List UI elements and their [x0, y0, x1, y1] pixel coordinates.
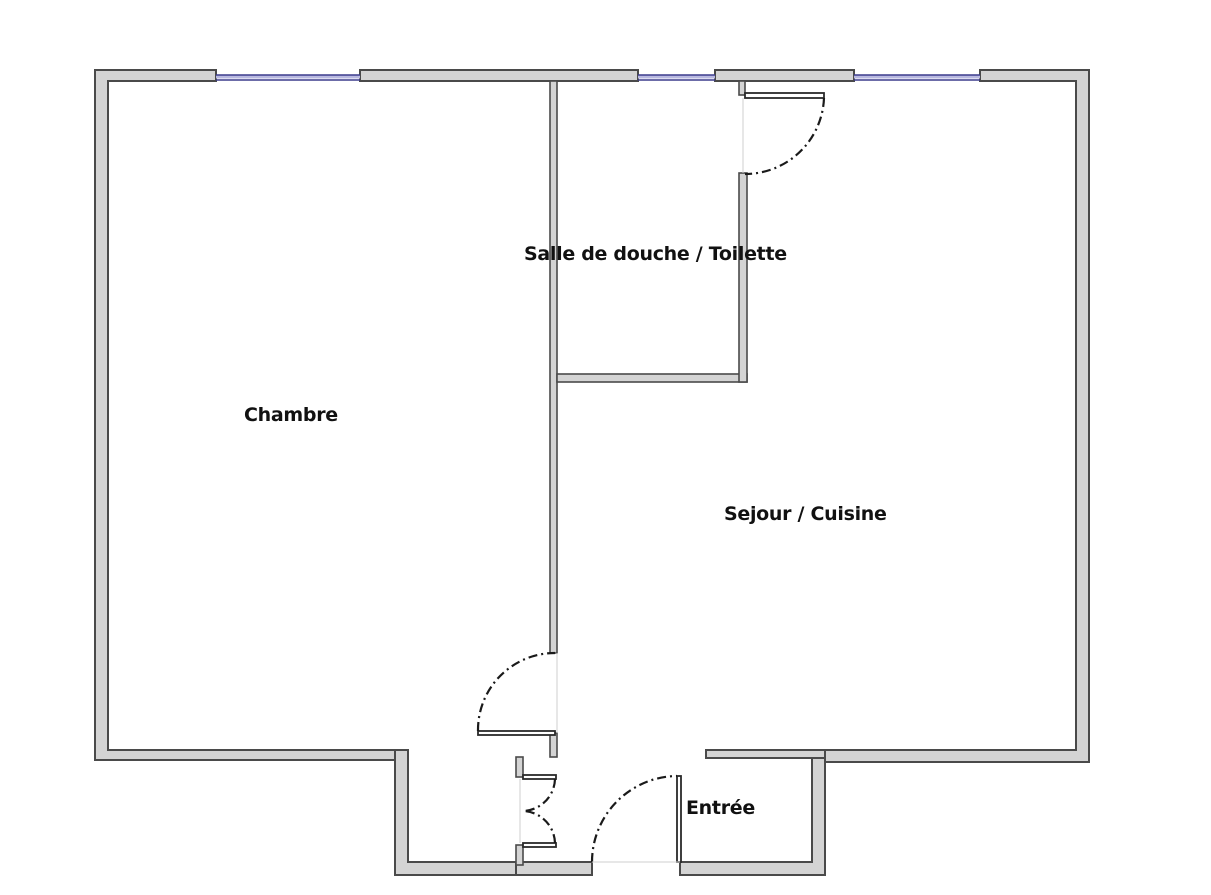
room-label-sejour-cuisine: Sejour / Cuisine	[724, 503, 887, 525]
entrance-door	[590, 774, 682, 863]
room-label-salle-de-douche: Salle de douche / Toilette	[524, 243, 787, 265]
chambre-door	[476, 651, 558, 736]
interior-walls	[515, 80, 748, 866]
closet-double-door	[519, 774, 557, 848]
doors	[476, 92, 826, 863]
sejour-window	[854, 74, 980, 81]
sejour-top-door	[742, 92, 826, 176]
exterior-walls	[94, 69, 1090, 876]
chambre-window	[216, 74, 360, 81]
windows	[216, 74, 980, 81]
room-label-chambre: Chambre	[244, 404, 338, 426]
room-label-entree: Entrée	[686, 797, 755, 819]
bathroom-window	[638, 74, 715, 81]
